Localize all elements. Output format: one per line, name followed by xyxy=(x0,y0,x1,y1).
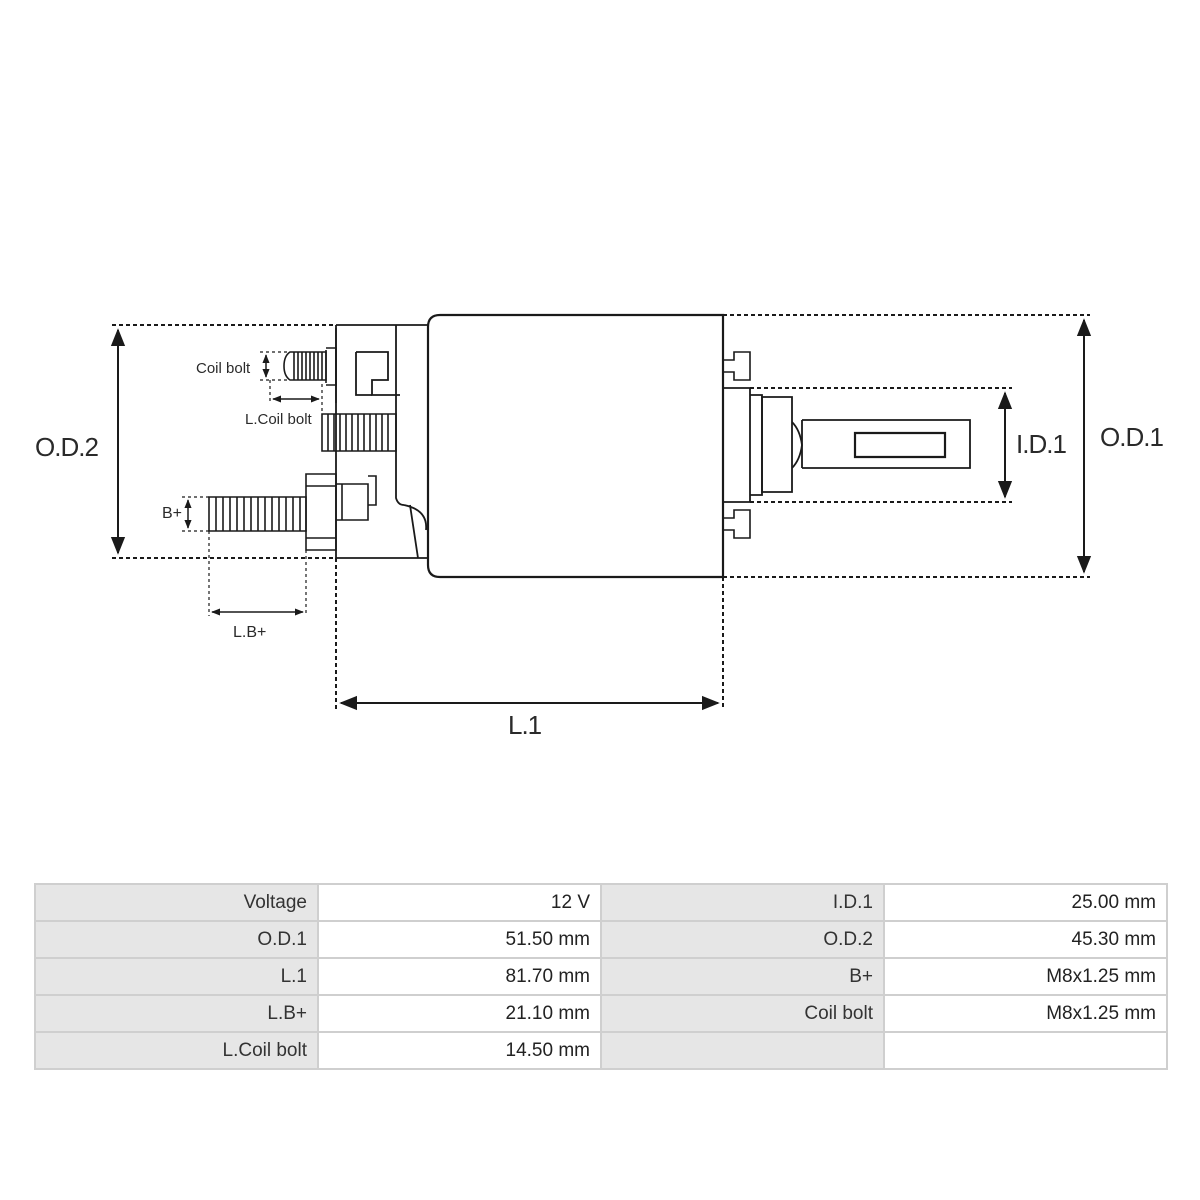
table-row: L.B+ 21.10 mm Coil bolt M8x1.25 mm xyxy=(34,994,1168,1033)
od2-label: O.D.2 xyxy=(35,432,98,462)
table-row: L.Coil bolt 14.50 mm xyxy=(34,1031,1168,1070)
mounting-studs xyxy=(723,351,751,539)
od1-label: O.D.1 xyxy=(1100,422,1163,452)
spec-value: 51.50 mm xyxy=(317,920,602,959)
spec-key: O.D.1 xyxy=(34,920,319,959)
spec-value xyxy=(883,1031,1168,1070)
spec-key xyxy=(600,1031,885,1070)
od2-dimension: O.D.2 xyxy=(35,324,336,559)
l-coil-bolt-label: L.Coil bolt xyxy=(245,411,313,428)
table-row: O.D.1 51.50 mm O.D.2 45.30 mm xyxy=(34,920,1168,959)
bplus-dimension: B+ xyxy=(162,496,209,532)
spec-value: M8x1.25 mm xyxy=(883,957,1168,996)
spec-value: 14.50 mm xyxy=(317,1031,602,1070)
solenoid-dimension-diagram: O.D.2 O.D.1 I.D.1 L.1 L.B+ B+ xyxy=(35,313,1164,740)
spec-value: 45.30 mm xyxy=(883,920,1168,959)
spec-key: I.D.1 xyxy=(600,883,885,922)
table-row: Voltage 12 V I.D.1 25.00 mm xyxy=(34,883,1168,922)
coil-bolt-dimension: Coil bolt xyxy=(196,351,290,381)
id1-dimension: I.D.1 xyxy=(750,387,1067,503)
spec-key: O.D.2 xyxy=(600,920,885,959)
spec-key: Coil bolt xyxy=(600,994,885,1033)
spec-key: L.1 xyxy=(34,957,319,996)
specs-table: Voltage 12 V I.D.1 25.00 mm O.D.1 51.50 … xyxy=(34,883,1168,1070)
l-coil-bolt-dimension: L.Coil bolt xyxy=(245,380,323,428)
plunger-assembly xyxy=(723,387,971,503)
table-row: L.1 81.70 mm B+ M8x1.25 mm xyxy=(34,957,1168,996)
spec-value: 81.70 mm xyxy=(317,957,602,996)
lbplus-dimension: L.B+ xyxy=(208,531,307,641)
bplus-label: B+ xyxy=(162,505,182,522)
coil-bolt-label: Coil bolt xyxy=(196,360,251,377)
coil-bolt-stud xyxy=(321,413,397,452)
od1-dimension: O.D.1 xyxy=(723,314,1164,578)
l1-dimension: L.1 xyxy=(335,558,724,740)
spec-value: 21.10 mm xyxy=(317,994,602,1033)
lbplus-label: L.B+ xyxy=(233,624,266,641)
coil-bolt-terminal xyxy=(283,328,337,403)
b-plus-terminal xyxy=(208,473,377,551)
id1-label: I.D.1 xyxy=(1016,429,1066,459)
spec-key: L.Coil bolt xyxy=(34,1031,319,1070)
spec-key: L.B+ xyxy=(34,994,319,1033)
spec-value: M8x1.25 mm xyxy=(883,994,1168,1033)
solenoid-body xyxy=(426,313,725,579)
spec-value: 25.00 mm xyxy=(883,883,1168,922)
l1-label: L.1 xyxy=(508,710,542,740)
spec-value: 12 V xyxy=(317,883,602,922)
spec-key: B+ xyxy=(600,957,885,996)
spec-key: Voltage xyxy=(34,883,319,922)
